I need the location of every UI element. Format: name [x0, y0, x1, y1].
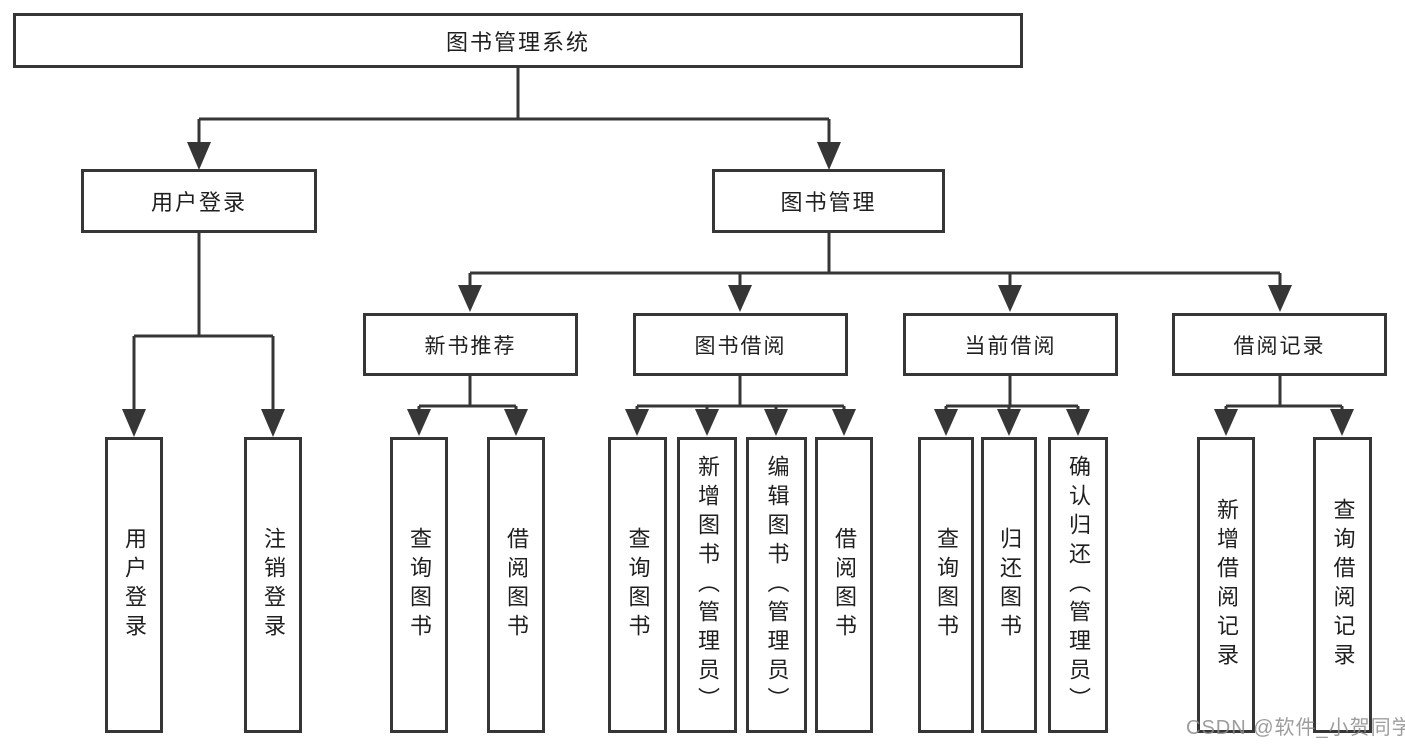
- leaf-user-login: 用户登录: [105, 437, 163, 733]
- leaf-recommend-borrow-books: 借阅图书: [487, 437, 545, 733]
- leaf-query-borrow-record-label: 查询借阅记录: [1330, 498, 1356, 672]
- node-new-book-recommend-label: 新书推荐: [424, 334, 517, 358]
- leaf-edit-books-admin-label: 编辑图书（管理员）: [764, 454, 790, 716]
- leaf-recommend-query-books-label: 查询图书: [407, 527, 432, 643]
- node-root-system: 图书管理系统: [13, 13, 1023, 68]
- leaf-add-borrow-record-label: 新增借阅记录: [1214, 498, 1239, 672]
- leaf-logout: 注销登录: [244, 437, 302, 733]
- leaf-borrow-query-books-label: 查询图书: [625, 527, 651, 643]
- leaf-logout-label: 注销登录: [261, 527, 286, 643]
- leaf-recommend-borrow-books-label: 借阅图书: [504, 527, 529, 643]
- leaf-confirm-return-admin: 确认归还（管理员）: [1048, 437, 1108, 733]
- csdn-watermark: CSDN @软件_小贺同学: [1186, 717, 1405, 739]
- node-book-borrow-label: 图书借阅: [694, 334, 787, 358]
- leaf-recommend-query-books: 查询图书: [390, 437, 448, 733]
- node-new-book-recommend: 新书推荐: [363, 313, 578, 376]
- leaf-borrow-query-books: 查询图书: [608, 437, 667, 733]
- node-book-management: 图书管理: [712, 169, 945, 233]
- leaf-add-books-admin-label: 新增图书（管理员）: [695, 454, 720, 716]
- node-user-login-label: 用户登录: [150, 190, 247, 215]
- leaf-current-query-books: 查询图书: [918, 437, 974, 733]
- leaf-add-borrow-record: 新增借阅记录: [1197, 437, 1255, 733]
- leaf-return-books-label: 归还图书: [997, 527, 1022, 643]
- leaf-borrow-books-label: 借阅图书: [832, 527, 857, 643]
- leaf-user-login-label: 用户登录: [122, 527, 147, 643]
- leaf-current-query-books-label: 查询图书: [934, 527, 959, 643]
- node-book-management-label: 图书管理: [780, 190, 877, 215]
- leaf-confirm-return-admin-label: 确认归还（管理员）: [1066, 454, 1091, 716]
- node-current-borrow: 当前借阅: [903, 313, 1118, 376]
- node-book-borrow: 图书借阅: [633, 313, 848, 376]
- node-borrow-records: 借阅记录: [1172, 313, 1387, 376]
- leaf-borrow-books: 借阅图书: [815, 437, 873, 733]
- node-user-login: 用户登录: [81, 169, 317, 233]
- leaf-edit-books-admin: 编辑图书（管理员）: [746, 437, 807, 733]
- node-borrow-records-label: 借阅记录: [1233, 334, 1326, 358]
- node-root-label: 图书管理系统: [445, 29, 590, 55]
- arrowheads: [122, 142, 1354, 437]
- leaf-query-borrow-record: 查询借阅记录: [1313, 437, 1372, 733]
- leaf-add-books-admin: 新增图书（管理员）: [677, 437, 737, 733]
- node-current-borrow-label: 当前借阅: [964, 334, 1057, 358]
- leaf-return-books: 归还图书: [981, 437, 1037, 733]
